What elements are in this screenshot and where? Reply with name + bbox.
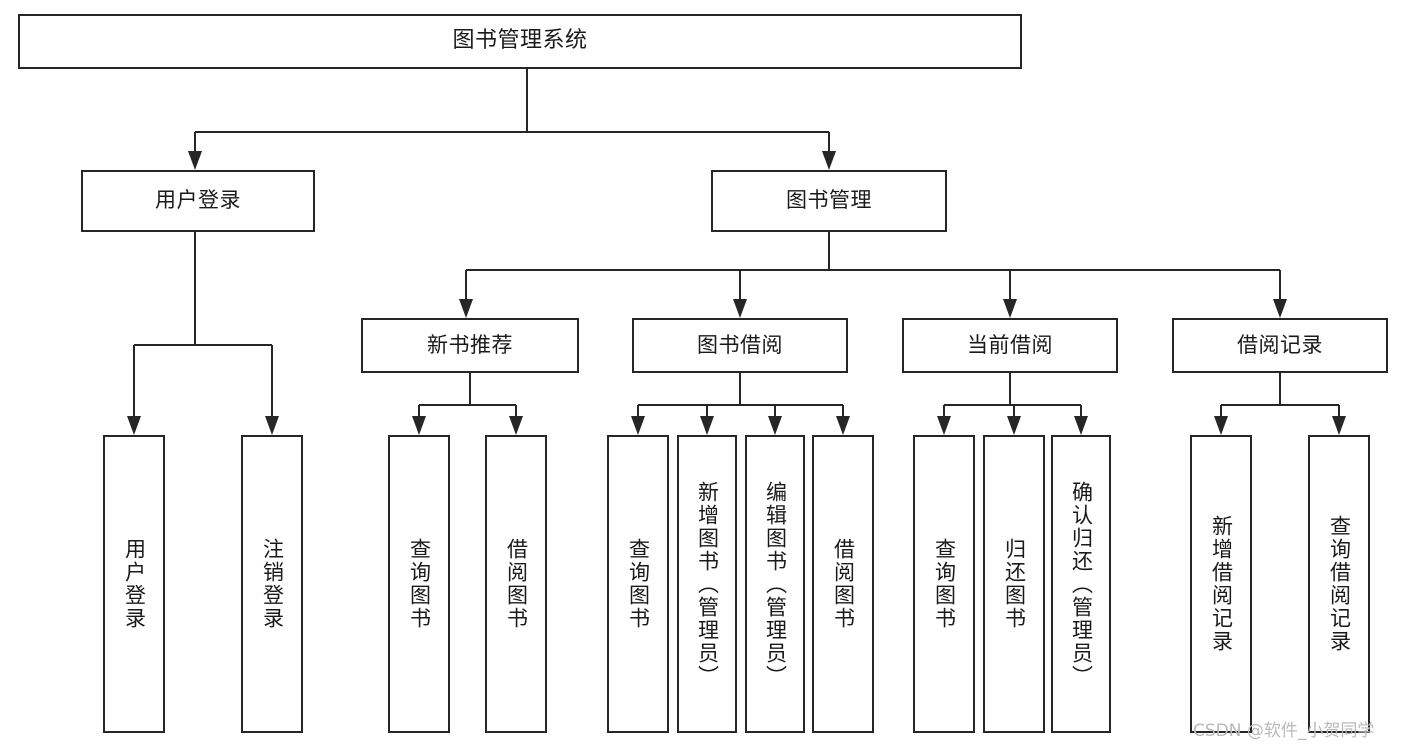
leaf-query-book-2[interactable]: 查询图书 [607, 435, 669, 733]
node-user-login-label: 用户登录 [155, 188, 241, 213]
arrow-head-icon-user_login_to_leaves-0 [127, 416, 141, 435]
leaf-query-book-3-label: 查询图书 [932, 538, 957, 630]
arrow-head-icon-current_borrow_to_leaves-2 [1074, 416, 1088, 435]
leaf-query-book-1[interactable]: 查询图书 [388, 435, 450, 733]
arrow-head-icon-user_login_to_leaves-1 [265, 416, 279, 435]
leaf-user-login-label: 用户登录 [122, 538, 147, 630]
arrow-head-icon-book_borrow_to_leaves-3 [836, 416, 850, 435]
leaf-add-borrow-record[interactable]: 新增借阅记录 [1190, 435, 1252, 733]
node-new-book-recommend[interactable]: 新书推荐 [361, 318, 579, 373]
arrow-head-icon-book_borrow_to_leaves-1 [700, 416, 714, 435]
leaf-query-book-2-label: 查询图书 [626, 538, 651, 630]
arrow-head-icon-book_manage_to_level3-3 [1273, 299, 1287, 318]
leaf-add-book[interactable]: 新增图书（管理员） [677, 435, 737, 733]
leaf-borrow-book-1-label: 借阅图书 [504, 538, 529, 630]
node-borrow-record[interactable]: 借阅记录 [1172, 318, 1388, 373]
arrow-head-icon-root_to_level2-1 [822, 151, 836, 170]
leaf-query-book-1-label: 查询图书 [407, 538, 432, 630]
arrow-head-icon-new_book_rec_to_leaves-0 [412, 416, 426, 435]
node-current-borrow[interactable]: 当前借阅 [902, 318, 1118, 373]
arrow-head-icon-current_borrow_to_leaves-0 [937, 416, 951, 435]
node-new-book-recommend-label: 新书推荐 [427, 332, 513, 357]
node-borrow-record-label: 借阅记录 [1237, 332, 1323, 357]
node-book-borrow[interactable]: 图书借阅 [632, 318, 848, 373]
arrow-head-icon-borrow_record_to_leaves-1 [1332, 416, 1346, 435]
leaf-edit-book[interactable]: 编辑图书（管理员） [745, 435, 805, 733]
leaf-confirm-return[interactable]: 确认归还（管理员） [1051, 435, 1111, 733]
node-book-borrow-label: 图书借阅 [697, 332, 783, 357]
arrow-head-icon-book_manage_to_level3-1 [733, 299, 747, 318]
leaf-confirm-return-label: 确认归还（管理员） [1069, 480, 1094, 688]
leaf-add-borrow-record-label: 新增借阅记录 [1209, 515, 1234, 653]
leaf-borrow-book-1[interactable]: 借阅图书 [485, 435, 547, 733]
leaf-query-borrow-record[interactable]: 查询借阅记录 [1308, 435, 1370, 733]
leaf-user-logout[interactable]: 注销登录 [241, 435, 303, 733]
leaf-query-book-3[interactable]: 查询图书 [913, 435, 975, 733]
node-user-login[interactable]: 用户登录 [81, 170, 315, 232]
node-root-label: 图书管理系统 [452, 28, 588, 54]
arrow-head-icon-root_to_level2-0 [188, 151, 202, 170]
arrow-head-icon-book_manage_to_level3-2 [1003, 299, 1017, 318]
leaf-edit-book-label: 编辑图书（管理员） [763, 480, 788, 688]
node-current-borrow-label: 当前借阅 [967, 332, 1053, 357]
arrow-head-icon-current_borrow_to_leaves-1 [1007, 416, 1021, 435]
leaf-query-borrow-record-label: 查询借阅记录 [1327, 515, 1352, 653]
leaf-user-logout-label: 注销登录 [260, 538, 285, 630]
node-book-manage[interactable]: 图书管理 [711, 170, 947, 232]
leaf-return-book[interactable]: 归还图书 [983, 435, 1045, 733]
leaf-borrow-book-2[interactable]: 借阅图书 [812, 435, 874, 733]
leaf-return-book-label: 归还图书 [1002, 538, 1027, 630]
leaf-user-login[interactable]: 用户登录 [103, 435, 165, 733]
node-root[interactable]: 图书管理系统 [18, 14, 1022, 69]
arrow-head-icon-book_borrow_to_leaves-2 [768, 416, 782, 435]
node-book-manage-label: 图书管理 [786, 188, 872, 213]
leaf-add-book-label: 新增图书（管理员） [695, 480, 720, 688]
leaf-borrow-book-2-label: 借阅图书 [831, 538, 856, 630]
arrow-head-icon-book_manage_to_level3-0 [459, 299, 473, 318]
arrow-head-icon-book_borrow_to_leaves-0 [631, 416, 645, 435]
arrow-head-icon-new_book_rec_to_leaves-1 [509, 416, 523, 435]
arrow-head-icon-borrow_record_to_leaves-0 [1214, 416, 1228, 435]
